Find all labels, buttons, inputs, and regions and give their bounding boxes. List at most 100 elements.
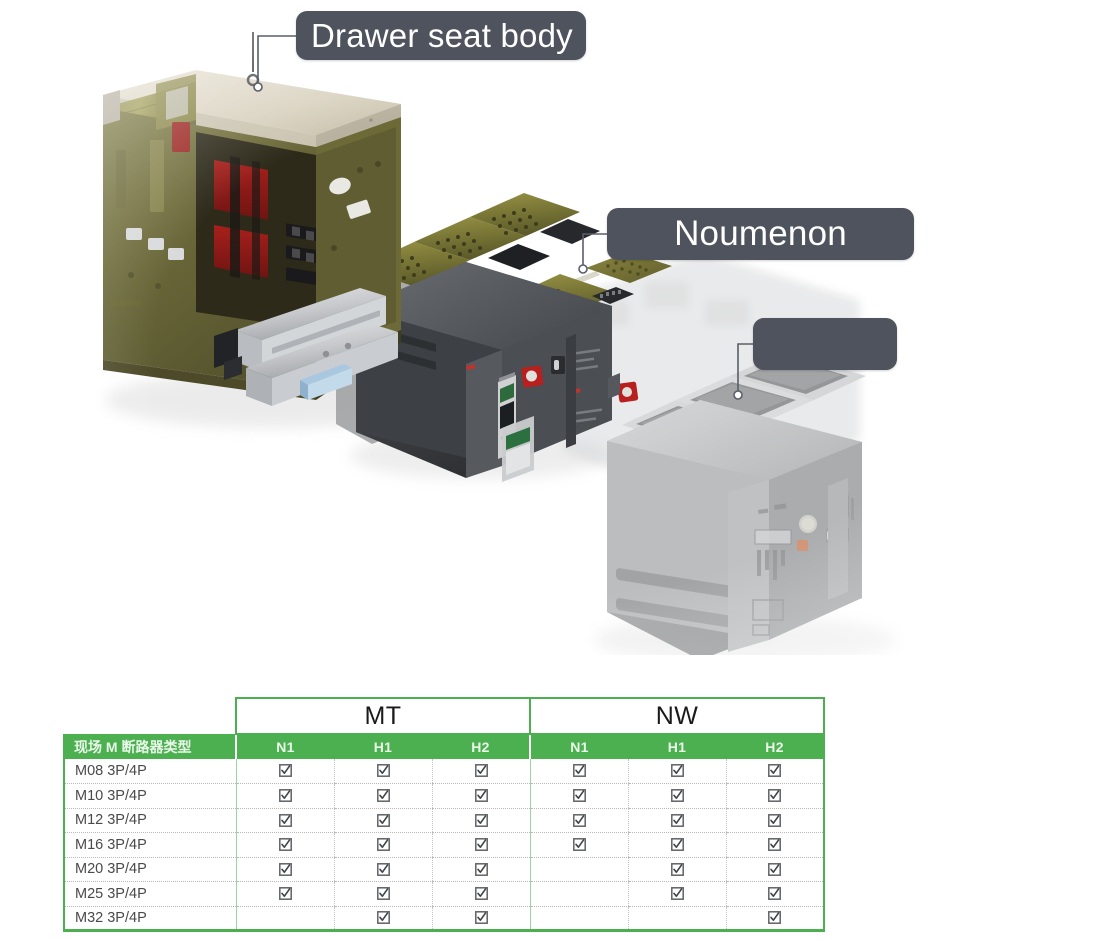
check-box-icon <box>278 887 292 900</box>
cell-r2-c5 <box>725 808 826 833</box>
cell-r3-c5 <box>725 832 826 858</box>
check-box-icon <box>768 862 782 876</box>
cell-r5-c0 <box>235 881 334 907</box>
cell-r0-c1 <box>333 759 432 784</box>
check-box-icon <box>474 789 488 802</box>
check-box-icon <box>572 813 586 827</box>
check-box-icon <box>768 887 782 900</box>
cell-r5-c3 <box>529 881 629 907</box>
column-header-nw-h2: H2 <box>726 734 826 759</box>
cell-r0-c3 <box>529 759 629 784</box>
check-box-icon <box>474 887 488 900</box>
check-box-icon <box>278 813 292 827</box>
check-box-icon <box>474 911 488 924</box>
group-header-mt: MT <box>234 697 532 735</box>
cell-r0-c5 <box>725 759 826 784</box>
check-box-icon <box>768 813 782 827</box>
cell-r1-c4 <box>627 783 727 809</box>
cell-r6-c0 <box>235 906 334 932</box>
check-box-icon <box>670 838 684 851</box>
table-row: M12 3P/4P <box>63 808 826 833</box>
row-label-4: M20 3P/4P <box>63 857 236 882</box>
table-row: M08 3P/4P <box>63 759 826 784</box>
group-header-spacer <box>64 698 236 734</box>
cell-r0-c2 <box>431 759 531 784</box>
check-box-icon <box>768 764 782 778</box>
column-header-mt-h2: H2 <box>432 734 531 759</box>
check-box-icon <box>670 862 684 876</box>
callout-blank <box>753 318 897 370</box>
check-box-icon <box>376 911 390 924</box>
cell-r3-c0 <box>235 832 334 858</box>
callout-noumenon: Noumenon <box>607 208 914 260</box>
check-box-icon <box>376 789 390 802</box>
check-box-icon <box>376 862 390 876</box>
row-label-1: M10 3P/4P <box>63 783 236 809</box>
check-box-icon <box>278 838 292 851</box>
cell-r2-c3 <box>529 808 629 833</box>
column-header-nw-h1: H1 <box>628 734 727 759</box>
cell-r1-c5 <box>725 783 826 809</box>
check-box-icon <box>278 862 292 876</box>
cell-r5-c1 <box>333 881 432 907</box>
cell-r6-c5 <box>725 906 826 932</box>
cell-r2-c2 <box>431 808 531 833</box>
cell-r1-c3 <box>529 783 629 809</box>
cell-r6-c3 <box>529 906 629 932</box>
cell-r3-c1 <box>333 832 432 858</box>
cell-r4-c2 <box>431 857 531 882</box>
check-box-icon <box>474 862 488 876</box>
check-box-icon <box>768 789 782 802</box>
row-label-2: M12 3P/4P <box>63 808 236 833</box>
check-box-icon <box>572 789 586 802</box>
check-box-icon <box>376 887 390 900</box>
cell-r3-c4 <box>627 832 727 858</box>
check-box-icon <box>572 764 586 778</box>
check-box-icon <box>376 813 390 827</box>
table-group-header-row: MT NW <box>64 697 826 735</box>
check-box-icon <box>670 764 684 778</box>
check-box-icon <box>376 764 390 778</box>
table-row: M10 3P/4P <box>63 783 826 809</box>
cell-r3-c2 <box>431 832 531 858</box>
check-box-icon <box>670 789 684 802</box>
cell-r4-c1 <box>333 857 432 882</box>
check-box-icon <box>474 813 488 827</box>
cell-r4-c3 <box>529 857 629 882</box>
cell-r2-c1 <box>333 808 432 833</box>
table-row: M32 3P/4P <box>63 906 826 932</box>
row-label-0: M08 3P/4P <box>63 759 236 784</box>
cell-r2-c4 <box>627 808 727 833</box>
cell-r6-c4 <box>627 906 727 932</box>
row-label-3: M16 3P/4P <box>63 832 236 858</box>
breaker-compatibility-table: MT NW 现场 M 断路器类型 N1 H1 H2 N1 H1 H2 M08 3… <box>63 697 826 932</box>
callout-drawer-seat-body-text: Drawer seat body <box>311 16 573 54</box>
cell-r5-c5 <box>725 881 826 907</box>
group-header-nw: NW <box>529 697 826 735</box>
row-label-5: M25 3P/4P <box>63 881 236 907</box>
cell-r1-c1 <box>333 783 432 809</box>
check-box-icon <box>376 838 390 851</box>
cell-r4-c5 <box>725 857 826 882</box>
column-header-mt-n1: N1 <box>235 734 334 759</box>
cell-r6-c2 <box>431 906 531 932</box>
cell-r1-c2 <box>431 783 531 809</box>
table-row: M20 3P/4P <box>63 857 826 882</box>
table-subheader-row: 现场 M 断路器类型 N1 H1 H2 N1 H1 H2 <box>63 734 826 759</box>
cell-r6-c1 <box>333 906 432 932</box>
column-header-mt-h1: H1 <box>334 734 432 759</box>
cell-r0-c4 <box>627 759 727 784</box>
cell-r0-c0 <box>235 759 334 784</box>
check-box-icon <box>670 813 684 827</box>
check-box-icon <box>670 887 684 900</box>
check-box-icon <box>278 764 292 778</box>
callout-drawer-seat-body: Drawer seat body <box>296 11 586 60</box>
table-row: M25 3P/4P <box>63 881 826 907</box>
compatibility-table-wrapper: MT NW 现场 M 断路器类型 N1 H1 H2 N1 H1 H2 M08 3… <box>63 697 826 932</box>
exploded-view-graphic <box>0 0 1099 690</box>
column-header-breaker-type: 现场 M 断路器类型 <box>63 734 236 759</box>
cell-r1-c0 <box>235 783 334 809</box>
cell-r5-c2 <box>431 881 531 907</box>
